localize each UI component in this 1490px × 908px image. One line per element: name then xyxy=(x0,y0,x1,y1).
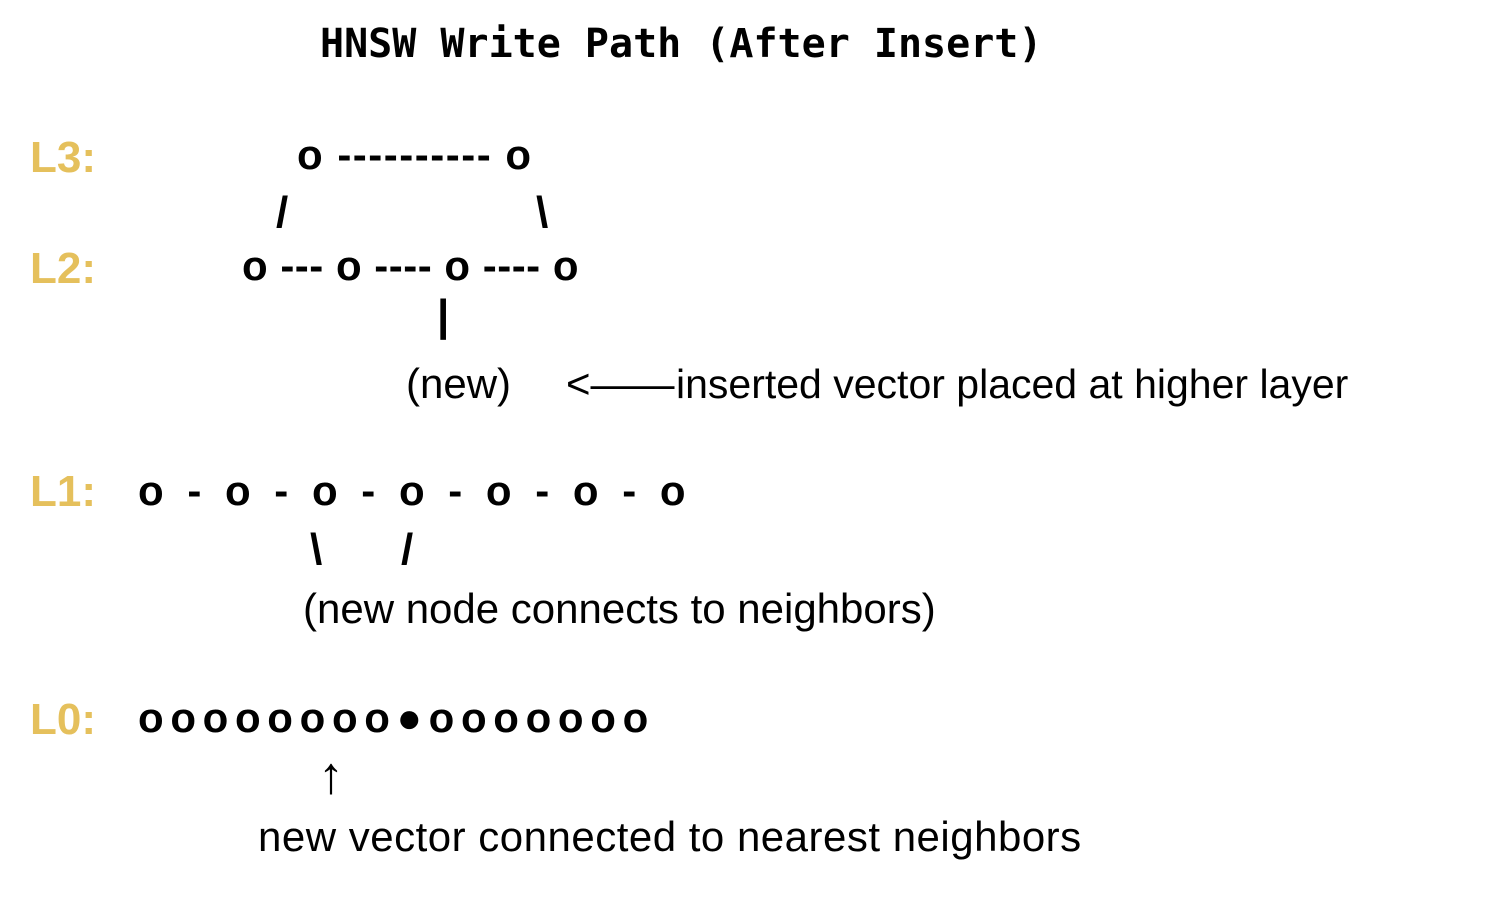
l0-annotation: new vector connected to nearest neighbor… xyxy=(258,813,1082,860)
edge-l3-l2-left: / xyxy=(276,188,289,237)
edge-l1-new-right: / xyxy=(401,525,414,574)
new-node-label: (new) xyxy=(406,360,512,407)
layer-label-l3: L3: xyxy=(30,133,96,182)
layer-nodes-l2: o --- o ---- o ---- o xyxy=(242,242,579,289)
edge-l1-new-left: \ xyxy=(310,525,323,574)
layer-nodes-l1: o - o - o - o - o - o - o xyxy=(138,467,692,514)
layer-label-l1: L1: xyxy=(30,467,96,516)
layer-label-l0: L0: xyxy=(30,695,96,744)
layer-nodes-l0: o o o o o o o o ● o o o o o o o xyxy=(138,694,648,741)
l1-annotation: (new node connects to neighbors) xyxy=(303,585,936,632)
layer-nodes-l3: o ---------- o xyxy=(297,131,533,178)
edge-l3-l2-right: \ xyxy=(536,188,549,237)
inserted-vector-annotation: inserted vector placed at higher layer xyxy=(676,361,1349,407)
up-arrow-icon: ↑ xyxy=(318,747,344,805)
left-arrow-icon: <—— xyxy=(566,360,675,407)
page-title: HNSW Write Path (After Insert) xyxy=(320,21,1043,67)
layer-label-l2: L2: xyxy=(30,244,96,293)
edge-l2-new-pipe: | xyxy=(437,291,450,340)
